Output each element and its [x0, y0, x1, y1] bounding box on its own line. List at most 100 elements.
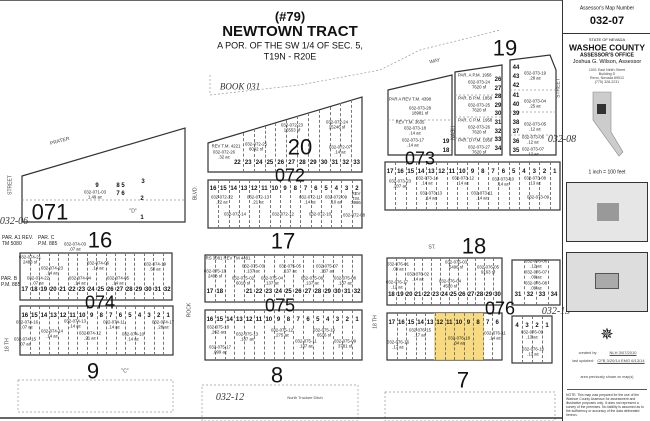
parcel-label[interactable]: 032-074-22.07 ac: [27, 276, 49, 285]
parcel-label[interactable]: 032-075-04.137 ac: [261, 276, 283, 285]
parcel-label[interactable]: 032-073-09: [527, 195, 549, 201]
parcel-label[interactable]: 032-076-11.14 ac: [484, 331, 506, 340]
parcel-label[interactable]: 032-073-11.14 ac: [471, 191, 493, 200]
lot-number[interactable]: 16: [209, 185, 217, 192]
parcel-label[interactable]: 032-073-19.28 ac: [524, 71, 546, 80]
lot-number[interactable]: 30: [494, 111, 502, 118]
lot-number[interactable]: 38: [512, 120, 520, 127]
lot-number[interactable]: 5: [128, 312, 132, 319]
lot-number[interactable]: 12: [59, 312, 67, 319]
lot-number[interactable]: 22: [234, 159, 241, 166]
lot-number[interactable]: 9: [470, 168, 475, 175]
lot-number[interactable]: 36: [512, 138, 520, 145]
lot-number[interactable]: 23: [244, 159, 252, 166]
lot-number[interactable]: 17: [206, 288, 214, 295]
lot-number[interactable]: 9: [95, 182, 99, 189]
parcel-label[interactable]: 032-074-13.14 ac: [64, 319, 86, 328]
lot-number[interactable]: 30: [334, 288, 341, 295]
lot-number[interactable]: 7: [485, 319, 490, 326]
parcel-label[interactable]: 032-076-07.09 ac: [525, 270, 547, 279]
parcel-label[interactable]: 032-074-16.07 ac: [16, 320, 38, 329]
lot-number[interactable]: 26: [106, 286, 114, 293]
lot-number[interactable]: 29: [135, 286, 143, 293]
lot-number[interactable]: 3: [141, 178, 145, 185]
lot-number[interactable]: 16: [398, 319, 405, 326]
lot-number[interactable]: 28: [476, 291, 484, 298]
parcel-label[interactable]: 032-074-12.21 ac: [79, 331, 101, 340]
parcel-label[interactable]: 032-076-02.14 ac: [407, 272, 429, 281]
parcel-label[interactable]: 032-075-11.137 ac: [295, 339, 317, 348]
lot-number[interactable]: 22: [68, 286, 76, 293]
lot-number[interactable]: 28: [494, 94, 502, 101]
lot-number[interactable]: 13: [236, 316, 243, 323]
parcel-label[interactable]: 032-072-11.14 ac: [299, 195, 321, 204]
lot-number[interactable]: 8: [116, 182, 120, 189]
lot-number[interactable]: 11: [261, 185, 268, 192]
parcel-label[interactable]: 032-076-06.12 ac: [525, 259, 547, 268]
lot-number[interactable]: 29: [485, 291, 493, 298]
lot-number[interactable]: 15: [31, 312, 38, 319]
lot-number[interactable]: 26: [277, 159, 285, 166]
lot-number[interactable]: 25: [97, 286, 105, 293]
parcel-label[interactable]: 032-074-15.07 ac: [14, 337, 36, 346]
parcel-label[interactable]: 032-073-18.14 ac: [404, 126, 426, 135]
lot-number[interactable]: 18: [30, 286, 38, 293]
lot-number[interactable]: 13: [426, 319, 434, 326]
lot-number[interactable]: 16: [206, 316, 214, 323]
lot-number[interactable]: 3: [532, 168, 536, 175]
lot-number[interactable]: 6: [495, 319, 499, 326]
lot-number[interactable]: 2: [355, 185, 359, 192]
parcel-label[interactable]: 032-074-04.14 ac: [69, 276, 91, 285]
lot-number[interactable]: 21: [245, 288, 253, 295]
parcel-label[interactable]: 032-073-07.12 ac: [522, 147, 544, 156]
lot-number[interactable]: 22: [255, 288, 263, 295]
lot-number[interactable]: 32: [353, 288, 361, 295]
lot-number[interactable]: 8: [293, 185, 297, 192]
lot-number[interactable]: 15: [220, 185, 227, 192]
lot-number[interactable]: 24: [87, 286, 95, 293]
lot-number[interactable]: 34: [494, 145, 502, 152]
lot-number[interactable]: 7: [116, 190, 120, 197]
lot-number[interactable]: 31: [154, 286, 162, 293]
lot-number[interactable]: 11: [448, 168, 456, 175]
parcel-label[interactable]: 032-075-17.099 ac: [209, 345, 231, 354]
lot-number[interactable]: 26: [494, 76, 502, 83]
lot-number[interactable]: 24: [441, 291, 448, 298]
lot-number[interactable]: 14: [230, 185, 237, 192]
lot-number[interactable]: 23: [78, 286, 86, 293]
parcel-label[interactable]: 032-075-12.275 ac: [271, 328, 293, 337]
parcel-label[interactable]: 032-074-03.07 ac: [64, 242, 86, 251]
lot-number[interactable]: 35: [512, 147, 520, 154]
parcel-label[interactable]: 032-074-11.14 ac: [103, 320, 125, 329]
lot-number[interactable]: 41: [512, 92, 520, 99]
lot-number[interactable]: 6: [501, 168, 506, 175]
lot-number[interactable]: 21: [59, 286, 67, 293]
lot-number[interactable]: 1: [355, 316, 359, 323]
parcel-label[interactable]: 032-072-13.21 ac: [247, 195, 269, 204]
lot-number[interactable]: 5: [512, 168, 516, 175]
parcel-label[interactable]: 032-073-13.14 ac: [420, 191, 442, 200]
lot-number[interactable]: 27: [116, 286, 124, 293]
lot-number[interactable]: 19: [396, 291, 404, 298]
lot-number[interactable]: 15: [407, 319, 415, 326]
lot-number[interactable]: 16: [21, 312, 29, 319]
lot-number[interactable]: 1: [140, 214, 144, 221]
parcel-label[interactable]: 032-075-06.137 ac: [301, 276, 323, 285]
lot-number[interactable]: 7: [109, 312, 113, 319]
lot-number[interactable]: 13: [240, 185, 248, 192]
parcel-label[interactable]: 032-076-17.12 ac: [386, 280, 408, 289]
parcel-label[interactable]: 032-075-03.137 ac: [242, 264, 264, 273]
lot-number[interactable]: 28: [314, 288, 322, 295]
parcel-label[interactable]: 032-072-22.22 ac: [211, 195, 233, 204]
lot-number[interactable]: 10: [78, 312, 86, 319]
adjacent-map-bottom[interactable]: 032-12: [215, 391, 245, 403]
lot-number[interactable]: 20: [49, 286, 57, 293]
lot-number[interactable]: 12: [245, 316, 253, 323]
lot-number[interactable]: 4: [522, 168, 526, 175]
lot-number[interactable]: 25: [285, 288, 292, 295]
lot-number[interactable]: 21: [414, 291, 422, 298]
